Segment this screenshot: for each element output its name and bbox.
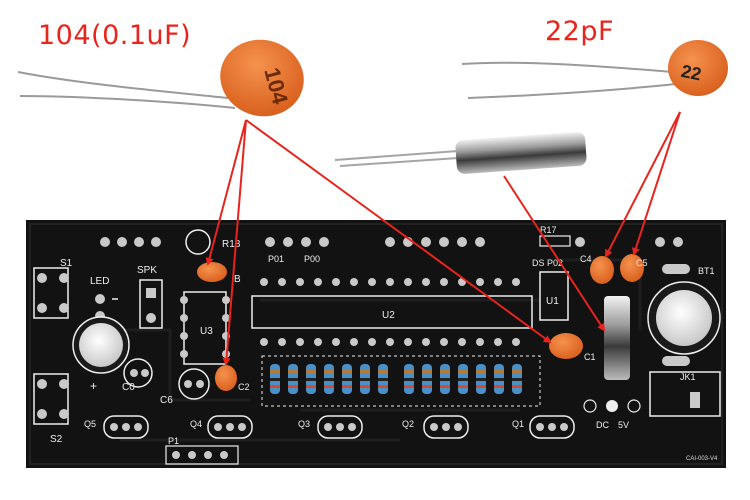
label-q4: Q4: [190, 419, 202, 429]
c0-footprint: C0: [122, 358, 153, 393]
label-p1: P1: [168, 436, 179, 446]
r17-footprint: R17: [539, 225, 571, 247]
transistor-q3: Q3: [298, 415, 363, 439]
label-u2: U2: [382, 310, 395, 321]
label-p01: P01: [268, 254, 284, 264]
capacitor-104-loose: 104: [17, 39, 304, 117]
label-c5: C5: [636, 258, 648, 268]
label-dc: DC: [596, 420, 609, 430]
capacitor-22-marking: 22: [679, 61, 703, 85]
capacitor-c2-installed: C2: [215, 365, 250, 392]
u3-footprint: U3: [180, 291, 230, 365]
label-s2: S2: [50, 434, 63, 445]
label-c0: C0: [122, 382, 135, 393]
label-ds-p02: DS P02: [532, 258, 563, 268]
r18-footprint: R18 B: [185, 229, 241, 285]
label-q2: Q2: [402, 419, 414, 429]
callout-104-label: 104(0.1uF): [38, 20, 192, 51]
label-spk: SPK: [137, 265, 157, 276]
transistor-q4: Q4: [190, 415, 253, 439]
label-r18-suffix: B: [234, 274, 241, 285]
arrow-to-c4: [605, 111, 681, 258]
arrow-to-c1: [245, 119, 552, 344]
transistor-q1: Q1: [512, 415, 575, 439]
capacitor-c5-installed: C5: [620, 254, 648, 282]
c6-footprint: C6: [160, 368, 210, 406]
label-led: LED: [90, 276, 109, 287]
dc-5v-marking: DC 5V: [583, 399, 641, 430]
battery-bt1: BT1: [647, 264, 721, 366]
label-r17: R17: [540, 225, 557, 235]
label-c4: C4: [580, 254, 592, 264]
arrow-to-crystal: [503, 175, 606, 332]
label-u1: U1: [546, 296, 559, 307]
label-5v: 5V: [618, 420, 629, 430]
capacitor-c4-installed: C4: [580, 254, 614, 284]
label-jk1: JK1: [680, 372, 696, 382]
u1-footprint: U1: [539, 271, 569, 321]
label-c1: C1: [584, 352, 596, 362]
capacitor-c3-installed: [197, 262, 227, 282]
jack-jk1: JK1: [649, 371, 721, 417]
label-q3: Q3: [298, 419, 310, 429]
switch-s2: S2: [33, 373, 69, 445]
transistor-q5: Q5: [84, 415, 149, 439]
label-p00: P00: [304, 254, 320, 264]
u2-footprint: U2: [251, 278, 533, 346]
transistor-q2: Q2: [402, 415, 469, 439]
pcb-board: S1 S2 LED + SPK: [26, 220, 726, 468]
arrow-to-c5: [632, 111, 681, 256]
spk-footprint: SPK: [137, 265, 163, 329]
label-r18: R18: [222, 239, 241, 250]
label-bt1: BT1: [698, 266, 715, 276]
label-c2: C2: [238, 382, 250, 392]
crystal-installed: [604, 296, 630, 380]
speaker-pad: +: [72, 316, 130, 393]
label-c6: C6: [160, 395, 173, 406]
switch-s1: S1: [33, 258, 73, 319]
arrow-to-c2: [222, 119, 247, 366]
label-q1: Q1: [512, 419, 524, 429]
arrow-to-c3: [205, 119, 247, 266]
capacitor-c1-installed: C1: [549, 333, 596, 362]
label-q5: Q5: [84, 419, 96, 429]
label-u3: U3: [200, 326, 213, 337]
crystal-oscillator: [334, 131, 587, 174]
header-p1: P1: [165, 436, 239, 465]
callout-arrows: [205, 111, 681, 366]
svg-text:+: +: [90, 379, 97, 393]
callout-22pf-label: 22pF: [545, 16, 615, 47]
label-board-id: CAI-003-V4: [686, 456, 718, 462]
capacitor-22pf-loose: 22: [461, 40, 728, 99]
resistor-row: [261, 355, 541, 407]
label-s1: S1: [60, 258, 73, 269]
